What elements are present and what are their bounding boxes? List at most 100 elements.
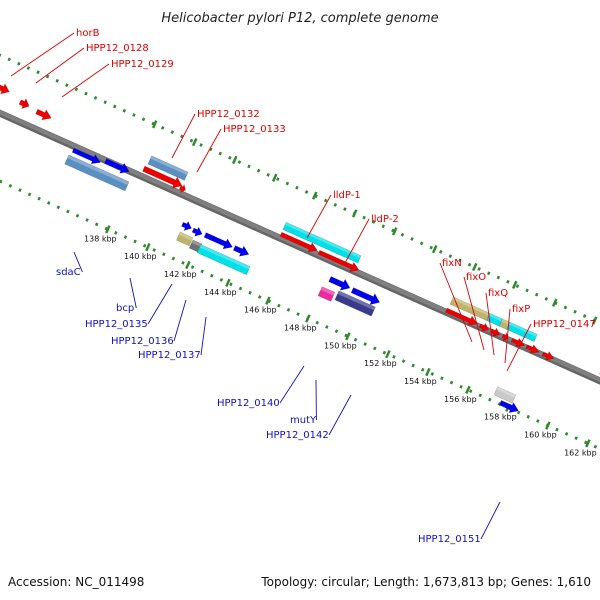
- tick-label: 140 kbp: [124, 252, 157, 261]
- upper-gene-label[interactable]: fixP: [512, 304, 530, 315]
- upper-gene-label[interactable]: lldP-2: [371, 214, 399, 225]
- tick-mark: [345, 332, 351, 341]
- gene-feature: [328, 276, 351, 291]
- gene-feature: [282, 221, 362, 264]
- upper-gene-label[interactable]: fixQ: [488, 288, 508, 299]
- lower-gene-label[interactable]: HPP12_0136: [111, 336, 174, 347]
- tick-mark: [271, 173, 278, 182]
- tick-mark: [465, 385, 471, 395]
- gene-block: [317, 286, 336, 302]
- gene-shine: [337, 290, 376, 311]
- tick-label: 156 kbp: [444, 395, 477, 404]
- tick-mark: [431, 245, 438, 254]
- tick-label: 152 kbp: [364, 359, 397, 368]
- upper-gene-label[interactable]: lldP-1: [333, 190, 361, 201]
- gene-feature: [104, 158, 130, 174]
- gene-arrow: [181, 220, 192, 231]
- upper-gene-label[interactable]: fixO: [466, 272, 486, 283]
- lower-leader-line: [328, 394, 352, 436]
- gene-arrow: [525, 344, 540, 354]
- gene-arrow: [279, 231, 318, 253]
- lower-gene-label[interactable]: bcp: [116, 303, 134, 314]
- upper-gene-label[interactable]: HPP12_0133: [223, 124, 286, 135]
- gene-feature: [317, 249, 360, 272]
- gene-block: [493, 386, 517, 404]
- lower-gene-label[interactable]: HPP12_0140: [217, 398, 280, 409]
- upper-gene-label[interactable]: horB: [76, 28, 100, 39]
- upper-gene-label[interactable]: HPP12_0132: [197, 109, 260, 120]
- lower-gene-label[interactable]: HPP12_0142: [266, 430, 329, 441]
- gene-shine: [508, 322, 538, 337]
- gene-arrow: [478, 322, 490, 332]
- tick-mark: [305, 314, 311, 323]
- tick-mark: [351, 209, 358, 218]
- tick-mark: [471, 262, 478, 272]
- lower-gene-label[interactable]: HPP12_0135: [85, 319, 148, 330]
- upper-leader-line: [506, 323, 532, 372]
- gene-feature: [71, 147, 101, 165]
- upper-gene-label[interactable]: HPP12_0129: [111, 59, 174, 70]
- gene-arrow: [203, 232, 233, 250]
- upper-leader-line: [171, 113, 196, 159]
- lower-gene-label[interactable]: mutY: [290, 415, 317, 426]
- upper-leader-line: [485, 292, 495, 356]
- lower-leader-line: [200, 316, 207, 356]
- upper-leader-line: [463, 276, 485, 351]
- upper-leader-line: [10, 32, 75, 77]
- upper-gene-label[interactable]: HPP12_0147: [533, 319, 596, 330]
- upper-leader-line: [61, 63, 110, 98]
- gene-feature: [203, 232, 233, 250]
- tick-mark: [145, 242, 151, 252]
- lower-gene-label[interactable]: HPP12_0151: [418, 534, 481, 545]
- gene-feature: [350, 287, 381, 305]
- gene-arrow: [35, 108, 52, 121]
- tick-mark: [545, 421, 551, 430]
- tick-label: 138 kbp: [84, 234, 117, 243]
- genome-diagram: 138 kbp 140 kbp 142 kbp 144 kbp 146 kbp 148 k…: [0, 28, 600, 545]
- gene-block: [282, 221, 362, 264]
- upper-gene-label[interactable]: fixN: [442, 258, 462, 269]
- gene-arrow: [178, 183, 186, 194]
- tick-mark: [591, 316, 598, 325]
- upper-leader-line: [344, 218, 370, 264]
- gene-feature: [478, 322, 490, 332]
- gene-feature: [499, 318, 511, 330]
- gene-feature: [176, 231, 194, 247]
- gene-feature: [501, 332, 509, 342]
- gene-feature: [498, 400, 519, 413]
- lower-leader-line: [73, 251, 83, 273]
- gene-block: [176, 231, 194, 247]
- gene-feature: [64, 154, 130, 192]
- genome-summary-text: Topology: circular; Length: 1,673,813 bp…: [260, 575, 591, 589]
- gene-feature: [35, 108, 52, 121]
- tick-label: 154 kbp: [404, 377, 437, 386]
- gene-feature: [279, 231, 318, 253]
- upper-gene-label[interactable]: HPP12_0128: [86, 43, 149, 54]
- gene-feature: [541, 351, 555, 361]
- gene-feature: [18, 97, 30, 110]
- inner-dotted-track: [0, 179, 600, 451]
- tick-label: 148 kbp: [284, 323, 317, 332]
- backbone-line-highlight: [0, 110, 600, 383]
- gene-arrow: [317, 249, 360, 272]
- tick-label: 142 kbp: [164, 270, 197, 279]
- lower-leader-line: [173, 299, 187, 342]
- tick-mark: [311, 191, 318, 200]
- lower-gene-label[interactable]: sdaC: [56, 267, 81, 278]
- lower-gene-label[interactable]: HPP12_0137: [138, 350, 201, 361]
- gene-arrow: [541, 351, 555, 361]
- gene-feature: [191, 226, 203, 237]
- gene-arrow: [191, 226, 203, 237]
- tick-mark: [511, 280, 518, 290]
- tick-mark: [225, 278, 231, 288]
- gene-shine: [67, 154, 130, 185]
- tick-label: 144 kbp: [204, 288, 237, 297]
- gene-feature: [178, 183, 186, 194]
- accession-text: Accession: NC_011498: [8, 575, 144, 589]
- tick-label: 146 kbp: [244, 306, 277, 315]
- gene-feature: [334, 290, 376, 317]
- tick-mark: [385, 350, 391, 359]
- gene-shine: [199, 244, 251, 270]
- gene-arrow: [350, 287, 381, 305]
